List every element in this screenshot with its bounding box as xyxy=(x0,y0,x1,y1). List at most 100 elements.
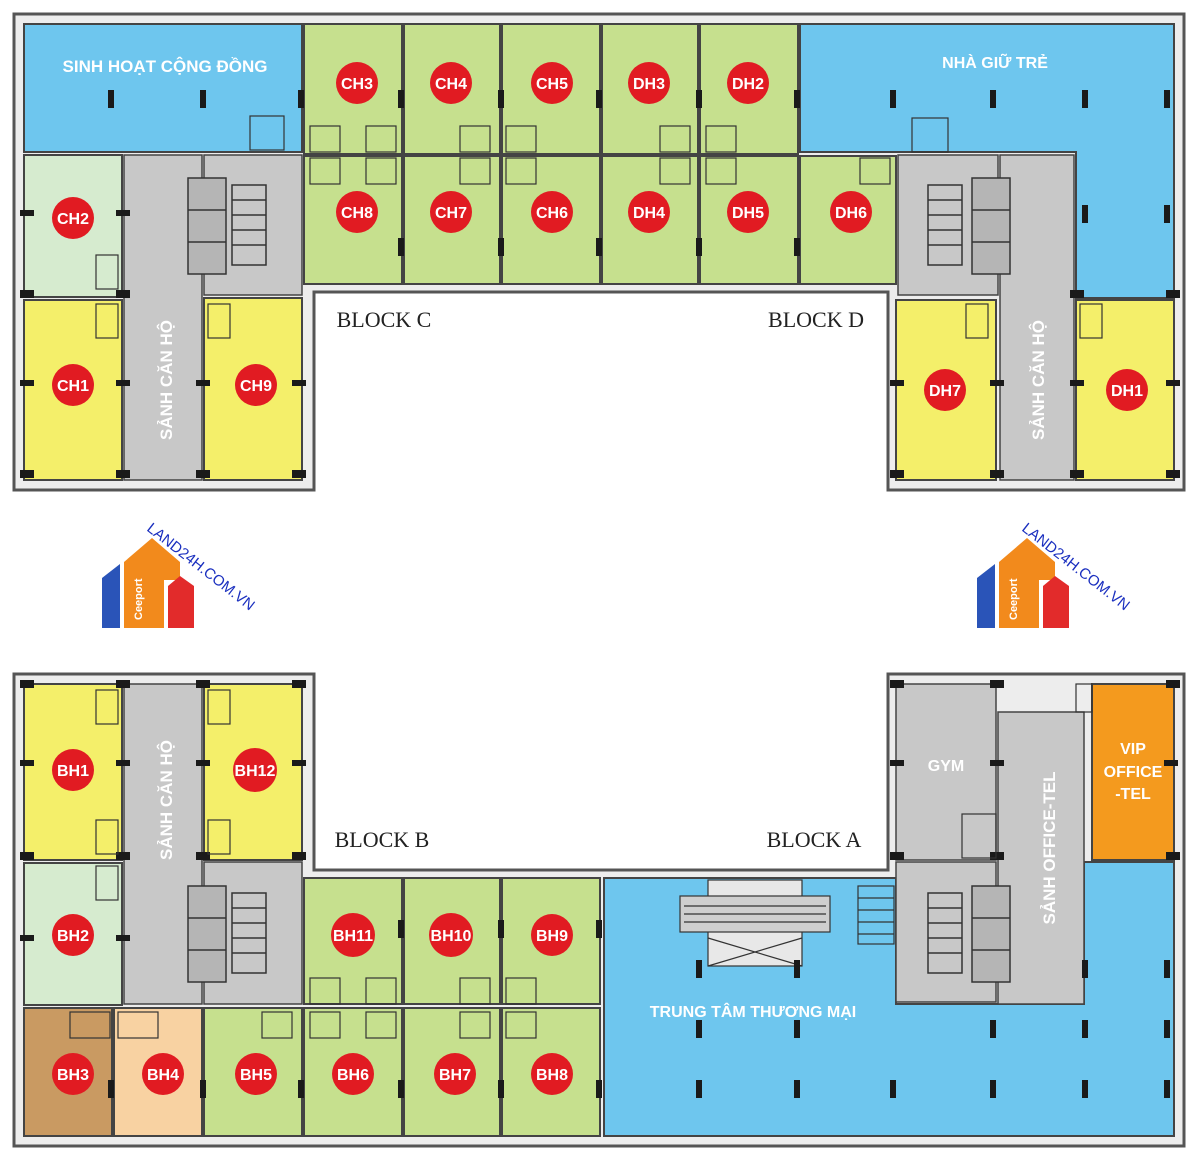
unit-bh1[interactable]: BH1 xyxy=(52,749,94,791)
svg-text:DH6: DH6 xyxy=(835,205,867,222)
block-d-label: BLOCK D xyxy=(768,307,864,332)
unit-zone-bh12 xyxy=(203,683,303,861)
community-label: SINH HOẠT CỘNG ĐỒNG xyxy=(63,57,268,76)
svg-text:DH3: DH3 xyxy=(633,76,665,93)
lobby-b-label: SẢNH CĂN HỘ xyxy=(157,740,176,860)
nursery-label: NHÀ GIỮ TRẺ xyxy=(942,52,1048,72)
svg-text:BH7: BH7 xyxy=(439,1067,471,1084)
unit-bh3[interactable]: BH3 xyxy=(52,1053,94,1095)
unit-bh10[interactable]: BH10 xyxy=(429,913,473,957)
unit-zone-dh4 xyxy=(601,155,699,285)
mall-label: TRUNG TÂM THƯƠNG MẠI xyxy=(650,1002,856,1021)
unit-bh7[interactable]: BH7 xyxy=(434,1053,476,1095)
escalator xyxy=(679,879,831,967)
unit-ch6[interactable]: CH6 xyxy=(531,191,573,233)
unit-ch1[interactable]: CH1 xyxy=(52,364,94,406)
unit-zone-ch1 xyxy=(23,299,123,481)
unit-dh6[interactable]: DH6 xyxy=(830,191,872,233)
unit-bh6[interactable]: BH6 xyxy=(332,1053,374,1095)
svg-text:BH11: BH11 xyxy=(333,928,373,945)
unit-bh2[interactable]: BH2 xyxy=(52,914,94,956)
unit-ch3[interactable]: CH3 xyxy=(336,62,378,104)
svg-text:BH3: BH3 xyxy=(57,1067,89,1084)
svg-text:CH9: CH9 xyxy=(240,378,272,395)
svg-text:DH7: DH7 xyxy=(929,383,961,400)
vip-label-line1: VIP xyxy=(1120,741,1146,758)
svg-text:CH1: CH1 xyxy=(57,378,89,395)
unit-bh4[interactable]: BH4 xyxy=(142,1053,184,1095)
unit-ch5[interactable]: CH5 xyxy=(531,62,573,104)
unit-bh5[interactable]: BH5 xyxy=(235,1053,277,1095)
mall-stair xyxy=(857,885,895,945)
unit-bh8[interactable]: BH8 xyxy=(531,1053,573,1095)
logo-right: Ceeport LAND24H.COM.VN xyxy=(977,520,1133,628)
south-bathrooms xyxy=(69,683,1093,1039)
elevator-core-c xyxy=(187,177,267,275)
svg-text:DH2: DH2 xyxy=(732,76,764,93)
north-columns xyxy=(20,90,1180,478)
lobby-zone-d xyxy=(999,154,1075,481)
svg-text:CH2: CH2 xyxy=(57,211,89,228)
unit-ch2[interactable]: CH2 xyxy=(52,197,94,239)
community-zone xyxy=(23,23,303,153)
svg-text:CH3: CH3 xyxy=(341,76,373,93)
svg-text:BH12: BH12 xyxy=(235,763,276,780)
unit-dh3[interactable]: DH3 xyxy=(628,62,670,104)
unit-ch4[interactable]: CH4 xyxy=(430,62,472,104)
unit-badges: CH3 CH4 CH5 DH3 DH2 CH2 CH8 CH7 CH6 DH4 … xyxy=(52,62,1148,1095)
logo-right-red-house xyxy=(1043,576,1069,628)
lobby-d-label: SẢNH CĂN HỘ xyxy=(1029,320,1048,440)
unit-zone-bh10 xyxy=(403,877,501,1005)
gym-zone xyxy=(895,683,997,861)
unit-bh9[interactable]: BH9 xyxy=(531,914,573,956)
north-bathrooms xyxy=(95,115,1103,339)
unit-dh1[interactable]: DH1 xyxy=(1106,369,1148,411)
svg-text:CH6: CH6 xyxy=(536,205,568,222)
svg-text:CH8: CH8 xyxy=(341,205,373,222)
vip-label-line3: -TEL xyxy=(1115,786,1151,803)
logo-right-blue-house xyxy=(977,564,995,628)
south-building: SẢNH CĂN HỘ SẢNH OFFICE-TEL GYM VIP OFFI… xyxy=(12,672,1186,1148)
svg-text:BH4: BH4 xyxy=(147,1067,179,1084)
elevator-core-b xyxy=(187,885,267,983)
svg-text:DH5: DH5 xyxy=(732,205,764,222)
svg-text:BH5: BH5 xyxy=(240,1067,272,1084)
unit-ch8[interactable]: CH8 xyxy=(336,191,378,233)
lobby-zone-a xyxy=(997,711,1085,1005)
lobby-a-label: SẢNH OFFICE-TEL xyxy=(1040,772,1059,925)
unit-dh5[interactable]: DH5 xyxy=(727,191,769,233)
unit-bh12[interactable]: BH12 xyxy=(233,748,277,792)
logo-left-blue-house xyxy=(102,564,120,628)
south-columns xyxy=(20,680,1180,1098)
unit-ch9[interactable]: CH9 xyxy=(235,364,277,406)
gym-label: GYM xyxy=(928,758,964,775)
elevator-core-a xyxy=(927,885,1011,983)
svg-text:BH2: BH2 xyxy=(57,928,89,945)
block-a-label: BLOCK A xyxy=(767,827,862,852)
svg-text:DH4: DH4 xyxy=(633,205,665,222)
svg-text:BH9: BH9 xyxy=(536,928,568,945)
unit-ch7[interactable]: CH7 xyxy=(430,191,472,233)
logo-left-red-house xyxy=(168,576,194,628)
logo-left-orange-house xyxy=(124,538,180,628)
svg-text:CH4: CH4 xyxy=(435,76,467,93)
vip-label-line2: OFFICE xyxy=(1104,764,1163,781)
unit-dh7[interactable]: DH7 xyxy=(924,369,966,411)
logo-right-name: Ceeport xyxy=(1008,578,1020,620)
logo-left-name: Ceeport xyxy=(133,578,145,620)
unit-bh11[interactable]: BH11 xyxy=(331,913,375,957)
logo-right-orange-house xyxy=(999,538,1055,628)
svg-text:BH6: BH6 xyxy=(337,1067,369,1084)
block-c-label: BLOCK C xyxy=(337,307,432,332)
lobby-c-label: SẢNH CĂN HỘ xyxy=(157,320,176,440)
vip-office-zone xyxy=(1091,683,1175,861)
svg-text:CH7: CH7 xyxy=(435,205,467,222)
unit-dh2[interactable]: DH2 xyxy=(727,62,769,104)
svg-text:CH5: CH5 xyxy=(536,76,568,93)
logo-left: Ceeport LAND24H.COM.VN xyxy=(102,520,258,628)
svg-text:BH10: BH10 xyxy=(431,928,472,945)
svg-text:DH1: DH1 xyxy=(1111,383,1143,400)
unit-dh4[interactable]: DH4 xyxy=(628,191,670,233)
north-building: SINH HOẠT CỘNG ĐỒNG NHÀ GIỮ TRẺ SẢNH CĂN… xyxy=(12,12,1186,492)
